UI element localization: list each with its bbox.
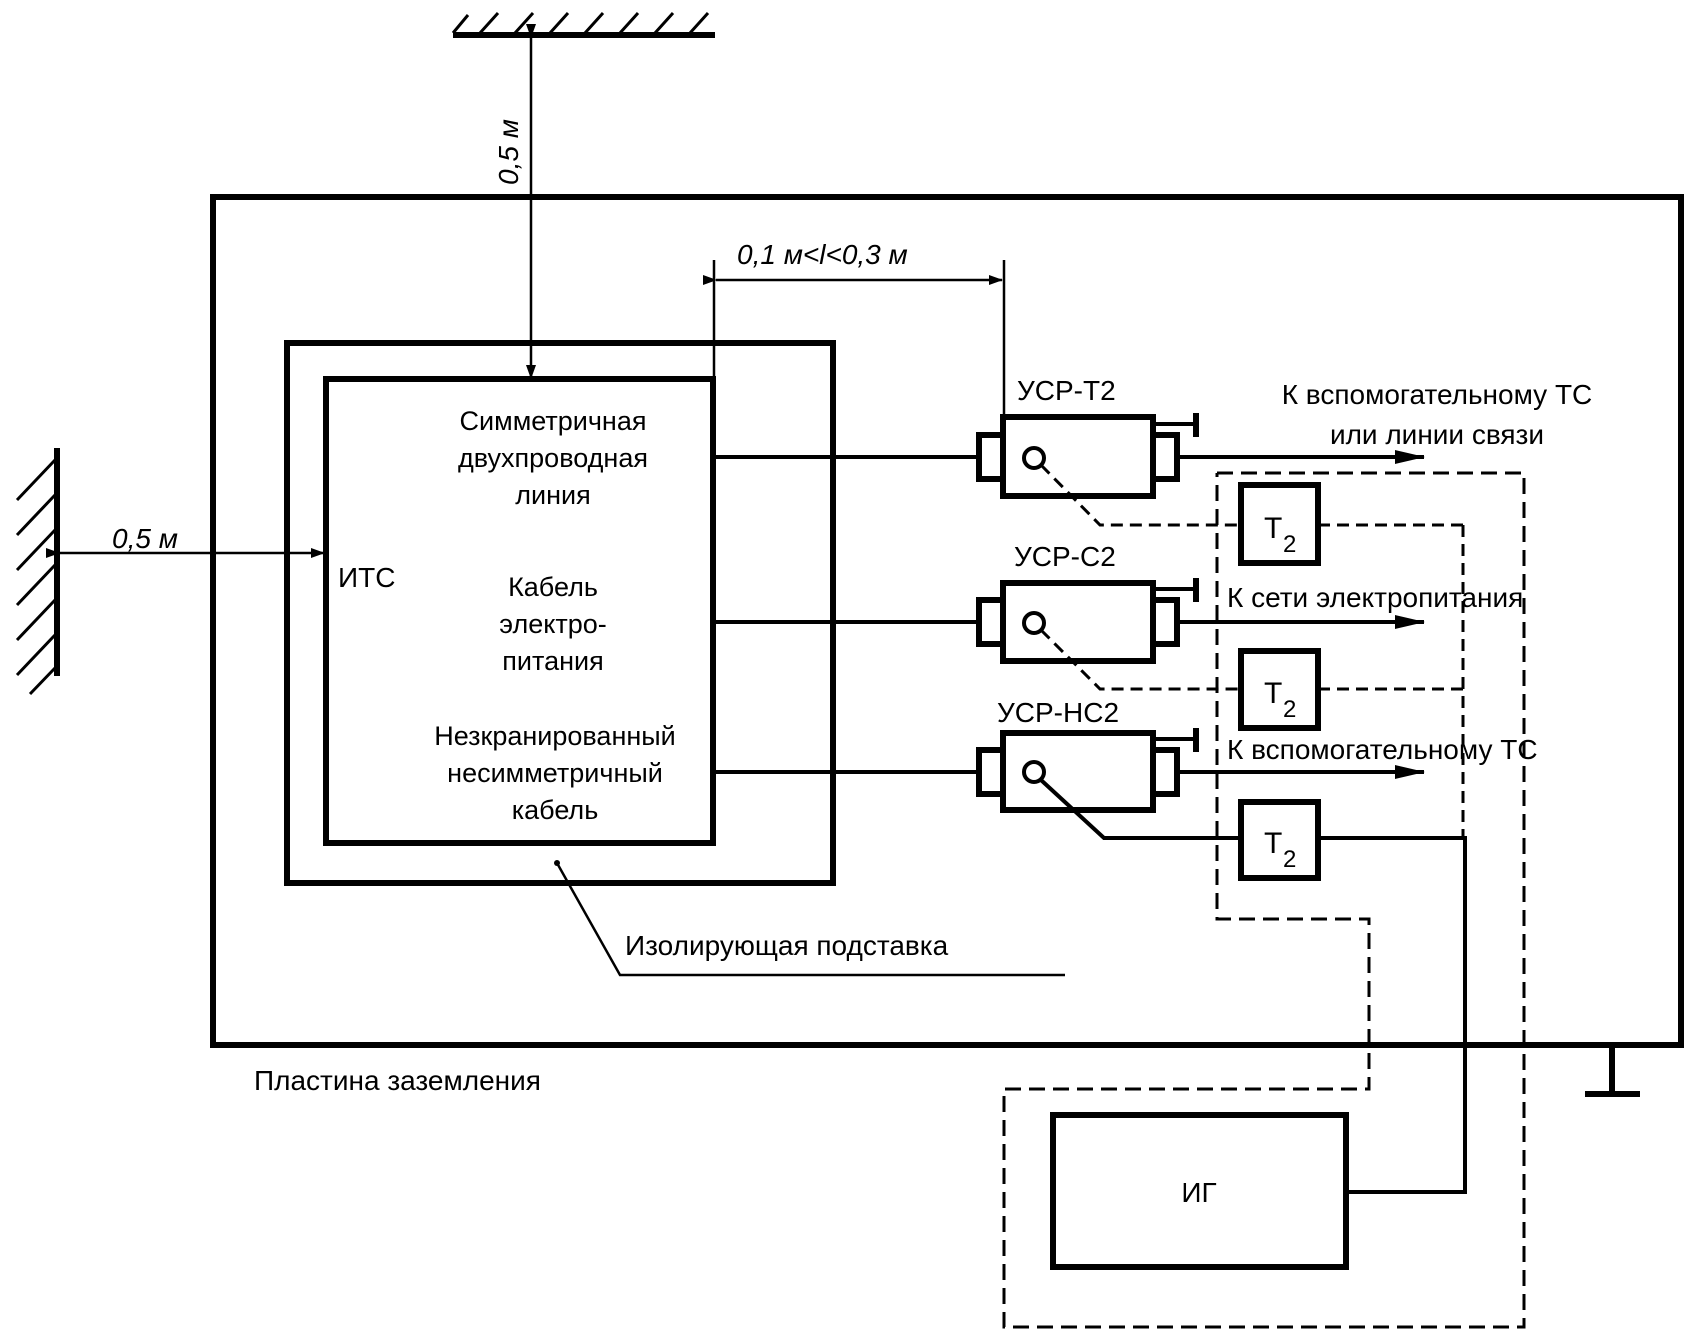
usr-c2-right-connector [1150, 597, 1180, 647]
usr-hc2-right-connector [1150, 747, 1180, 797]
svg-text:2: 2 [1283, 696, 1296, 723]
svg-text:электро-: электро- [499, 609, 606, 639]
usr-hc2: УСР-НС2 [976, 697, 1199, 813]
usr-t2: УСР-Т2 [976, 375, 1199, 499]
svg-text:УСР-НС2: УСР-НС2 [997, 697, 1119, 728]
ig-box [1050, 1112, 1349, 1270]
svg-text:или линии связи: или линии связи [1330, 419, 1544, 450]
svg-text:Кабель: Кабель [508, 572, 598, 602]
usr-hc2-port-icon [1022, 760, 1046, 784]
svg-text:двухпроводная: двухпроводная [458, 443, 648, 473]
svg-text:К вспомогательному ТС: К вспомогательному ТС [1282, 379, 1593, 410]
cable2-label: Кабель электро- питания [499, 572, 606, 676]
its-box [323, 376, 716, 846]
stand-label: Изолирующая подставка [625, 930, 949, 961]
stand-leader [555, 862, 1065, 977]
dest3-label: К вспомогательному ТС [1227, 734, 1538, 765]
usr-t2-right-connector [1150, 432, 1180, 482]
usr-c2-left-connector [976, 597, 1006, 647]
t2-box-2: T 2 [1238, 648, 1321, 731]
link-usr-t2-3 [1039, 778, 1240, 840]
cable3-label: Незкранированный несимметричный кабель [434, 721, 676, 825]
dest2-label: К сети электропитания [1227, 582, 1523, 613]
its-label: ИТС [338, 562, 395, 593]
svg-text:Незкранированный: Незкранированный [434, 721, 676, 751]
svg-text:T: T [1264, 512, 1282, 545]
svg-text:УСР-Т2: УСР-Т2 [1017, 375, 1116, 406]
dimension-gap-label: 0,1 м<l<0,3 м [737, 239, 908, 270]
usr-t2-left-connector [976, 432, 1006, 482]
usr-t2-port-icon [1022, 446, 1046, 470]
t2-box-1: T 2 [1238, 482, 1321, 566]
ground-plate-label: Пластина заземления [254, 1065, 541, 1096]
svg-text:2: 2 [1283, 531, 1296, 558]
t2-box-3: T 2 [1238, 799, 1321, 881]
usr-c2-port-icon [1022, 611, 1046, 635]
svg-text:питания: питания [502, 646, 603, 676]
cable1-label: Симметричная двухпроводная линия [458, 406, 648, 510]
svg-text:линия: линия [515, 480, 590, 510]
link-usr-t2-2 [1039, 628, 1240, 691]
svg-text:2: 2 [1283, 846, 1296, 873]
svg-text:несимметричный: несимметричный [447, 758, 663, 788]
left-wall [15, 448, 60, 696]
link-usr-t2-1 [1039, 463, 1240, 527]
bus-to-ig [1318, 836, 1467, 1194]
insulating-stand [284, 340, 836, 886]
ig-label: ИГ [1181, 1177, 1216, 1208]
svg-text:T: T [1264, 827, 1282, 860]
svg-text:Симметричная: Симметричная [460, 406, 647, 436]
svg-text:УСР-С2: УСР-С2 [1014, 541, 1116, 572]
dimension-left-label: 0,5 м [112, 523, 178, 554]
svg-text:кабель: кабель [512, 795, 599, 825]
dimension-top-label: 0,5 м [493, 119, 524, 185]
usr-c2: УСР-С2 [976, 541, 1199, 664]
ground-plate [210, 194, 1684, 1048]
dest1-label: К вспомогательному ТС или линии связи [1282, 379, 1593, 450]
top-wall [451, 11, 715, 38]
usr-hc2-left-connector [976, 747, 1006, 797]
coupling-enclosure [1002, 471, 1526, 1329]
svg-text:T: T [1264, 677, 1282, 710]
